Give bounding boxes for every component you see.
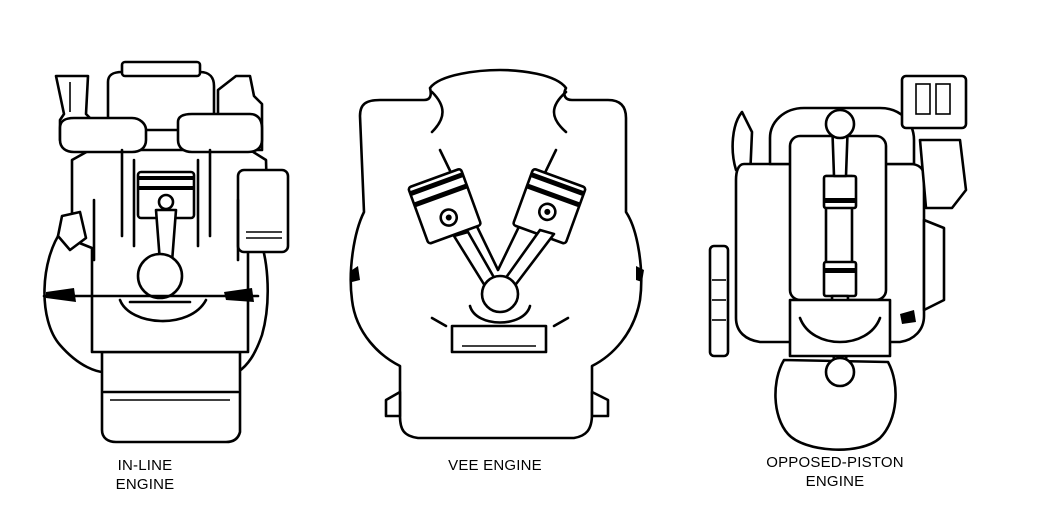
opposed-piston-engine-caption: OPPOSED-PISTON ENGINE — [735, 453, 935, 491]
inline-engine-drawing — [42, 60, 290, 444]
inline-engine-caption: IN-LINE ENGINE — [80, 456, 210, 494]
op-upper-piston — [822, 174, 858, 210]
inline-caption-line-2: ENGINE — [115, 476, 175, 493]
inline-cover-cap — [120, 60, 202, 78]
op-filter — [708, 244, 730, 358]
op-caption-line-1: OPPOSED-PISTON — [766, 454, 904, 471]
inline-side-unit — [236, 168, 290, 254]
vee-crankshaft — [480, 274, 520, 314]
op-caption-line-2: ENGINE — [805, 473, 865, 490]
inline-caption-line-1: IN-LINE — [117, 457, 173, 474]
vee-caption-line-1: VEE ENGINE — [448, 457, 542, 474]
op-exhaust-box — [900, 74, 968, 130]
vee-block-outline — [349, 68, 643, 440]
inline-crankshaft — [136, 252, 184, 300]
op-lower-crankshaft — [824, 356, 856, 388]
op-lower-piston — [822, 260, 858, 298]
vee-engine-caption: VEE ENGINE — [410, 456, 580, 475]
op-lower-crankcase — [774, 358, 897, 451]
opposed-piston-engine-drawing — [708, 74, 968, 451]
vee-engine-drawing — [349, 68, 644, 440]
inline-oil-pan — [100, 350, 242, 444]
